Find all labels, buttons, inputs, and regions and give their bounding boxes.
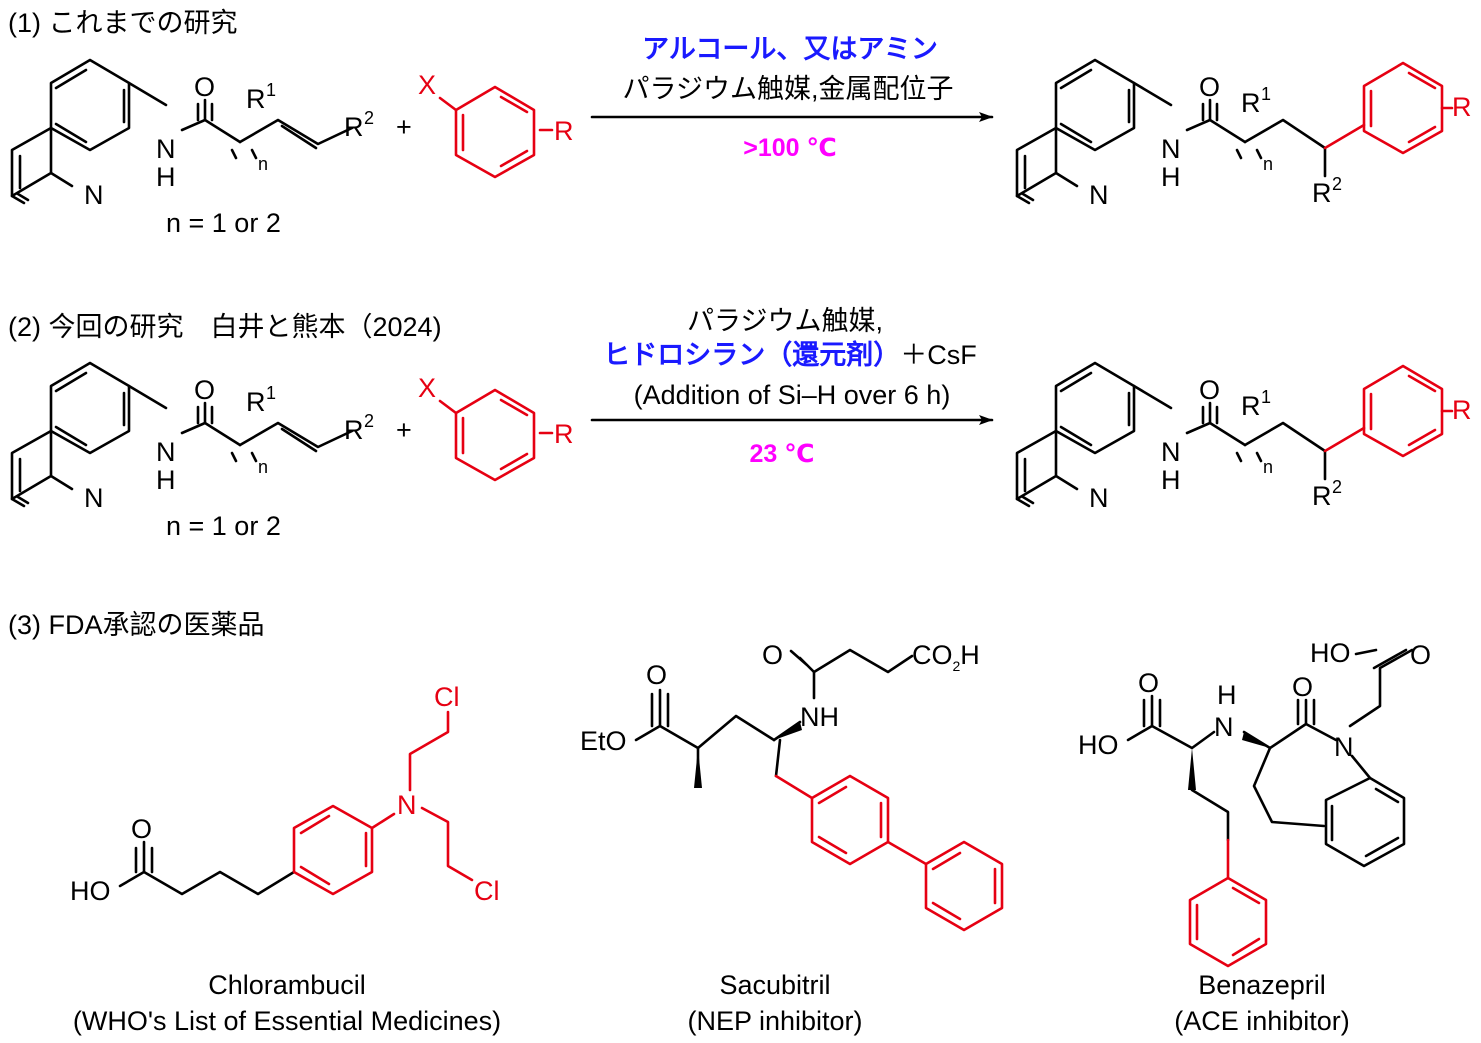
atom-label: O <box>646 660 667 690</box>
section-2-title: (2) 今回の研究 白井と熊本（2024) <box>8 312 442 342</box>
atom-label: R <box>1312 481 1332 511</box>
atom-label: O <box>194 72 215 102</box>
aryl-halide-2 <box>438 388 554 482</box>
atom-label: 2 <box>364 411 374 431</box>
atom-label: N <box>1334 732 1354 762</box>
atom-label: 1 <box>1261 387 1271 407</box>
atom-label: + <box>396 112 412 142</box>
atom-label: + <box>396 415 412 445</box>
atom-label: H <box>1161 162 1181 192</box>
n-note-2: n = 1 or 2 <box>166 511 281 541</box>
atom-label: R <box>1312 178 1332 208</box>
atom-label: 1 <box>266 80 276 100</box>
catalyst-label-1: パラジウム触媒,金属配位子 <box>623 74 954 104</box>
co2h-label-sacubitril: CO2H <box>912 640 980 674</box>
n-note-1: n = 1 or 2 <box>166 208 281 238</box>
atom-label: N <box>1089 180 1109 210</box>
atom-label: H <box>1217 680 1237 710</box>
atom-label: O <box>194 375 215 405</box>
atom-label: N <box>1161 134 1181 164</box>
atom-label: N <box>156 134 176 164</box>
atom-label: H <box>156 162 176 192</box>
atom-label: R <box>1241 88 1261 118</box>
atom-label: N <box>156 437 176 467</box>
drug-note-benazepril: (ACE inhibitor) <box>1174 1006 1350 1036</box>
reductant-label-2: ヒドロシラン（還元剤）＋CsF <box>603 339 977 370</box>
atom-label: NH <box>800 702 839 732</box>
atom-label: R <box>554 116 574 146</box>
atom-label: n <box>258 457 268 477</box>
atom-label: O <box>1199 375 1220 405</box>
atom-label: n <box>1263 457 1273 477</box>
atom-label: EtO <box>580 726 627 756</box>
drug-name-benazepril: Benazepril <box>1198 970 1326 1000</box>
atom-label: HO <box>70 876 111 906</box>
product-1 <box>1015 58 1327 205</box>
atom-label: N <box>1214 712 1234 742</box>
atom-label: O <box>1410 640 1431 670</box>
atom-label: n <box>258 154 268 174</box>
drug-note-sacubitril: (NEP inhibitor) <box>687 1006 862 1036</box>
co2h-co: CO <box>912 640 953 670</box>
catalyst-label-2: パラジウム触媒, <box>687 306 883 336</box>
atom-label: N <box>1161 437 1181 467</box>
atom-label: H <box>156 465 176 495</box>
atom-label: 2 <box>1332 174 1342 194</box>
drug-name-sacubitril: Sacubitril <box>719 970 830 1000</box>
product-2 <box>1015 361 1327 508</box>
atom-label: R <box>554 419 574 449</box>
atom-label: N <box>1089 483 1109 513</box>
co2h-sub: 2 <box>953 658 961 674</box>
atom-label: Cl <box>474 876 500 906</box>
reagent-label-1: アルコール、又はアミン <box>642 34 938 64</box>
atom-label: O <box>1199 72 1220 102</box>
atom-label: 2 <box>1332 477 1342 497</box>
benazepril-structure <box>1126 648 1414 968</box>
csf-label: ＋CsF <box>900 340 977 370</box>
sacubitril-structure <box>634 648 1004 932</box>
atom-label: O <box>1292 672 1313 702</box>
hydrosilane-label: ヒドロシラン（還元剤） <box>603 339 900 370</box>
quinoline-amide-substrate-2 <box>10 361 354 508</box>
quinoline-amide-substrate-1 <box>10 58 354 205</box>
atom-label: n <box>1263 154 1273 174</box>
atom-label: HO <box>1310 638 1351 668</box>
atom-label: X <box>418 70 436 100</box>
drug-name-chlorambucil: Chlorambucil <box>208 970 366 1000</box>
atom-label: R <box>344 112 364 142</box>
atom-label: N <box>397 790 417 820</box>
chlorambucil-structure <box>118 710 474 896</box>
atom-label: H <box>1161 465 1181 495</box>
atom-label: R <box>1452 395 1472 425</box>
temperature-label-1: >100 ℃ <box>743 134 837 162</box>
atom-label: R <box>344 415 364 445</box>
atom-label: R <box>1241 391 1261 421</box>
section-1-title: (1) これまでの研究 <box>8 8 238 38</box>
atom-label: HO <box>1078 730 1119 760</box>
atom-label: 1 <box>266 383 276 403</box>
atom-label: O <box>762 640 783 670</box>
atom-label: N <box>84 180 104 210</box>
co2h-h: H <box>960 640 980 670</box>
atom-label: R <box>246 84 266 114</box>
atom-label: O <box>131 814 152 844</box>
atom-label: R <box>1452 92 1472 122</box>
atom-label: O <box>1138 668 1159 698</box>
atom-label: R <box>246 387 266 417</box>
atom-label: 2 <box>364 108 374 128</box>
product-1-aryl <box>1323 61 1454 155</box>
product-2-aryl <box>1323 364 1454 458</box>
temperature-label-2: 23 ℃ <box>749 440 814 468</box>
atom-label: X <box>418 373 436 403</box>
atom-label: N <box>84 483 104 513</box>
aryl-halide-1 <box>438 85 536 179</box>
atom-label: Cl <box>434 682 460 712</box>
section-3-title: (3) FDA承認の医薬品 <box>8 610 265 640</box>
atom-label: 1 <box>1261 84 1271 104</box>
addition-note-2: (Addition of Si–H over 6 h) <box>634 380 951 410</box>
drug-note-chlorambucil: (WHO's List of Essential Medicines) <box>73 1006 501 1036</box>
